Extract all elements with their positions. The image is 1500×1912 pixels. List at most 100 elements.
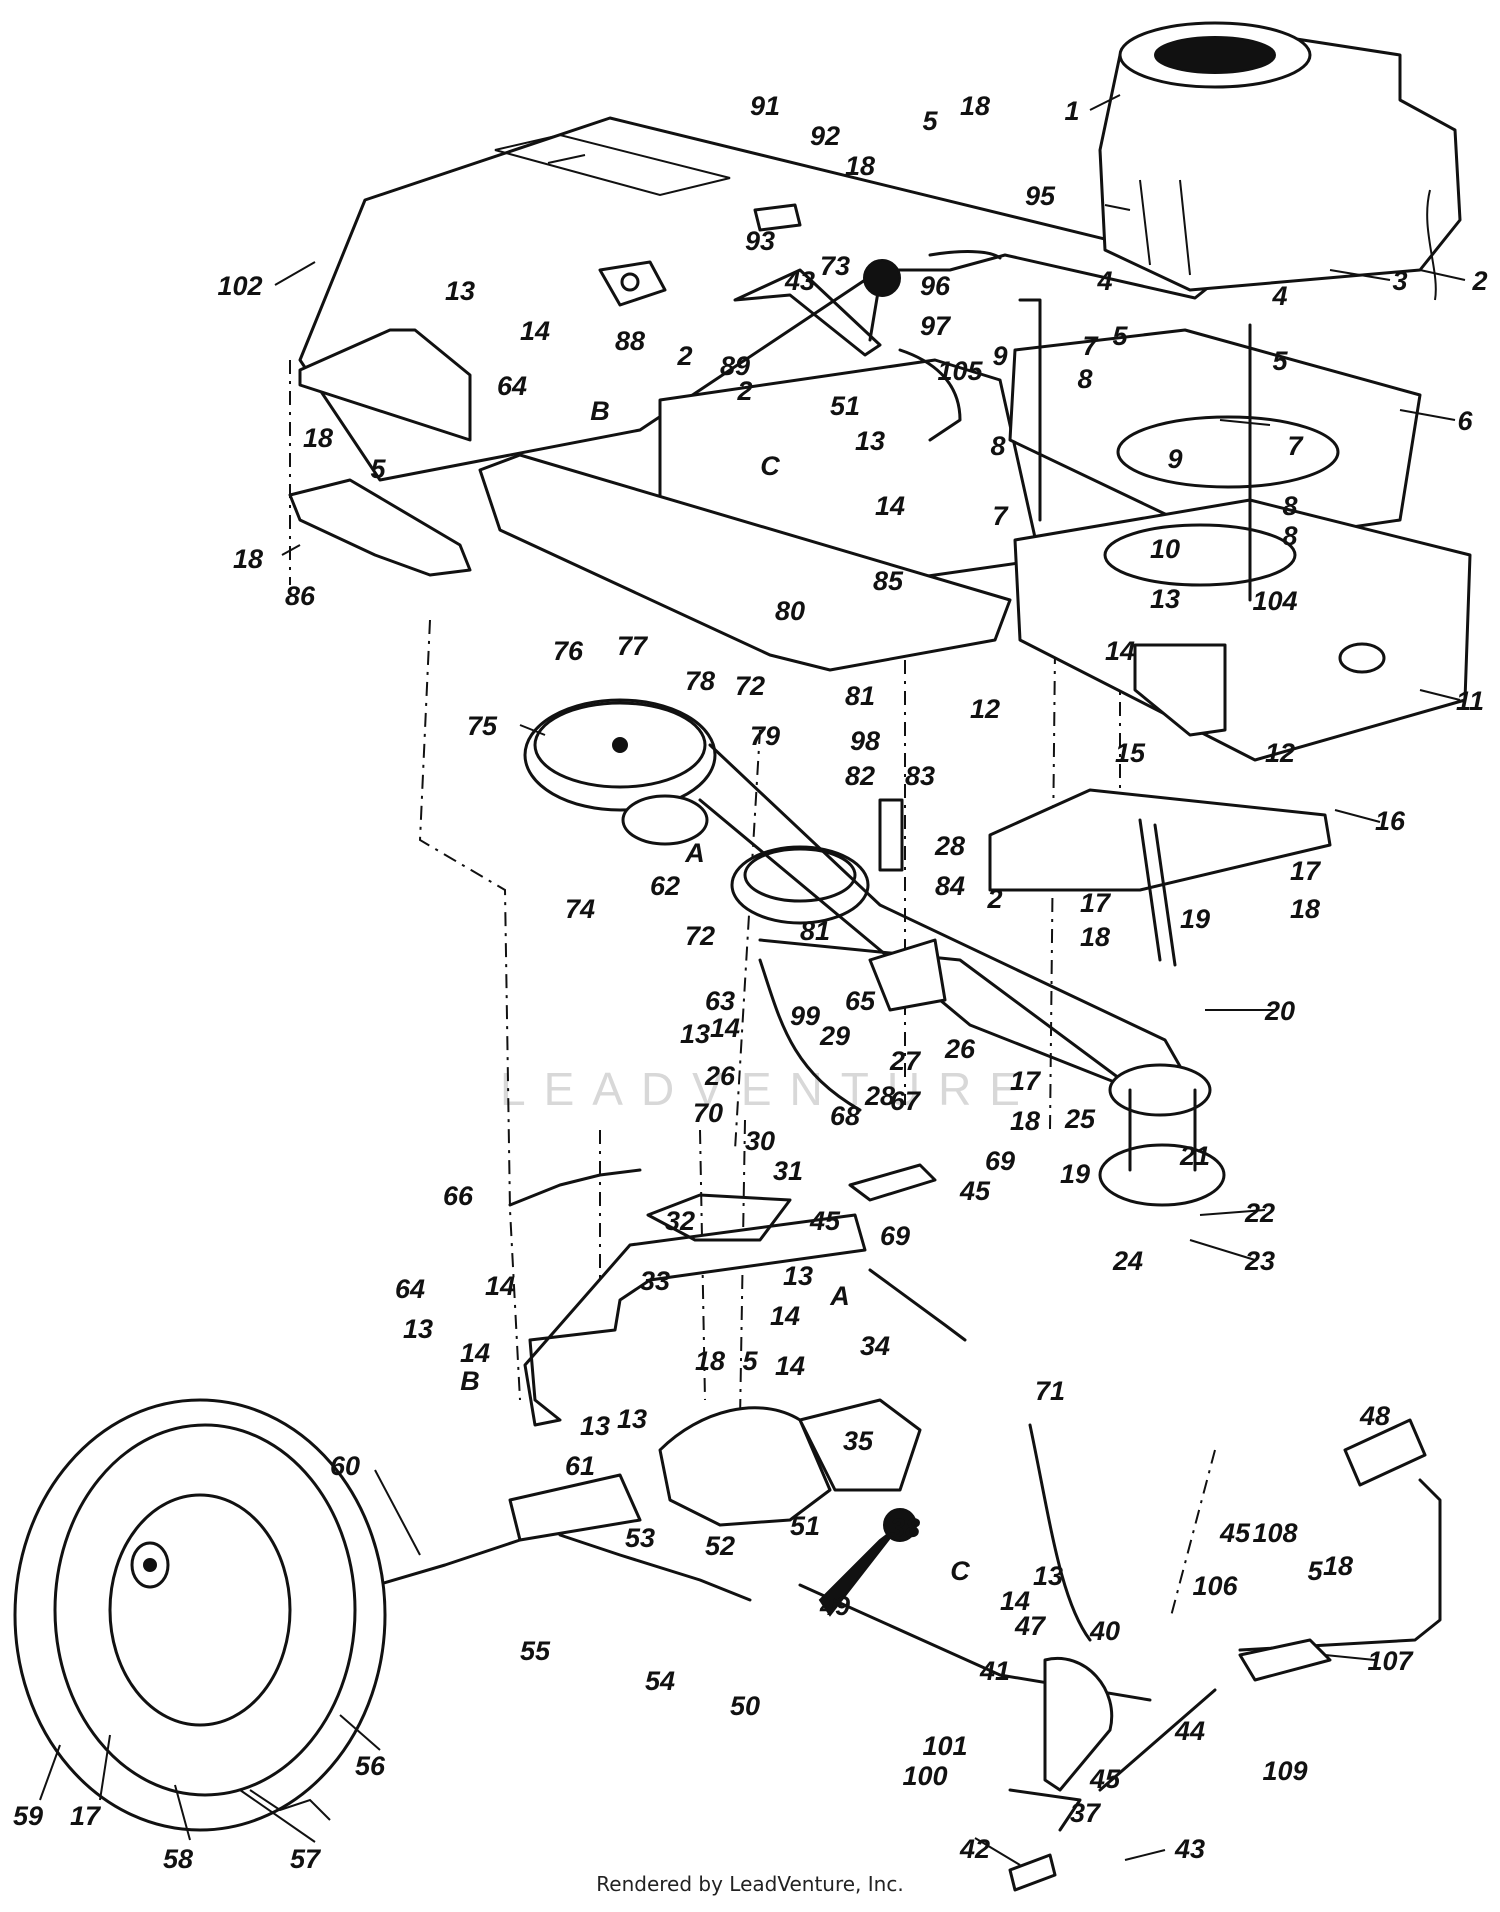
callout-14: 14 bbox=[875, 491, 905, 521]
callout-98: 98 bbox=[850, 726, 880, 756]
callout-58: 58 bbox=[163, 1844, 193, 1874]
callout-14: 14 bbox=[485, 1271, 515, 1301]
callout-5: 5 bbox=[1307, 1556, 1323, 1586]
callout-9: 9 bbox=[992, 341, 1007, 371]
callout-14: 14 bbox=[520, 316, 550, 346]
callout-84: 84 bbox=[935, 871, 965, 901]
callout-108: 108 bbox=[1252, 1518, 1297, 1548]
callout-49: 49 bbox=[819, 1591, 850, 1621]
callout-20: 20 bbox=[1264, 996, 1295, 1026]
callout-13: 13 bbox=[783, 1261, 813, 1291]
callout-86: 86 bbox=[285, 581, 316, 611]
callout-7: 7 bbox=[992, 501, 1009, 531]
callout-7: 7 bbox=[1082, 331, 1099, 361]
callout-13: 13 bbox=[1033, 1561, 1063, 1591]
pulleys-belts bbox=[523, 698, 1226, 1207]
callout-72: 72 bbox=[735, 671, 765, 701]
callout-63: 63 bbox=[705, 986, 735, 1016]
callout-45: 45 bbox=[1219, 1518, 1251, 1548]
callout-14: 14 bbox=[770, 1301, 800, 1331]
callout-30: 30 bbox=[745, 1126, 775, 1156]
callout-64: 64 bbox=[395, 1274, 425, 1304]
callout-B: B bbox=[590, 396, 610, 426]
callout-51: 51 bbox=[790, 1511, 820, 1541]
callout-17: 17 bbox=[70, 1801, 102, 1831]
callout-26: 26 bbox=[704, 1061, 736, 1091]
callout-12: 12 bbox=[970, 694, 1000, 724]
callout-4: 4 bbox=[1271, 281, 1287, 311]
callout-33: 33 bbox=[640, 1266, 670, 1296]
callout-16: 16 bbox=[1375, 806, 1406, 836]
callout-80: 80 bbox=[775, 596, 805, 626]
callout-51: 51 bbox=[830, 391, 860, 421]
callout-14: 14 bbox=[1000, 1586, 1030, 1616]
callout-44: 44 bbox=[1174, 1716, 1205, 1746]
callout-47: 47 bbox=[1014, 1611, 1047, 1641]
callout-62: 62 bbox=[650, 871, 680, 901]
callout-12: 12 bbox=[1265, 738, 1295, 768]
callout-A: A bbox=[829, 1281, 850, 1311]
callout-8: 8 bbox=[1282, 521, 1297, 551]
callout-83: 83 bbox=[905, 761, 935, 791]
callout-65: 65 bbox=[845, 986, 876, 1016]
callout-107: 107 bbox=[1367, 1646, 1414, 1676]
callout-2: 2 bbox=[986, 884, 1002, 914]
callout-8: 8 bbox=[1282, 491, 1297, 521]
callout-17: 17 bbox=[1010, 1066, 1042, 1096]
callout-5: 5 bbox=[1112, 321, 1128, 351]
callout-C: C bbox=[760, 451, 780, 481]
callout-18: 18 bbox=[960, 91, 990, 121]
callout-5: 5 bbox=[742, 1346, 758, 1376]
callout-69: 69 bbox=[985, 1146, 1015, 1176]
callout-52: 52 bbox=[705, 1531, 735, 1561]
callout-97: 97 bbox=[920, 311, 952, 341]
callout-45: 45 bbox=[809, 1206, 841, 1236]
callout-29: 29 bbox=[819, 1021, 850, 1051]
callout-77: 77 bbox=[617, 631, 649, 661]
callout-2: 2 bbox=[1471, 266, 1487, 296]
callout-1: 1 bbox=[1064, 96, 1079, 126]
callout-14: 14 bbox=[710, 1013, 740, 1043]
callout-92: 92 bbox=[810, 121, 840, 151]
callout-14: 14 bbox=[775, 1351, 805, 1381]
footer-credit: Rendered by LeadVenture, Inc. bbox=[596, 1872, 904, 1896]
callout-64: 64 bbox=[497, 371, 527, 401]
engine bbox=[1098, 21, 1462, 301]
callout-2: 2 bbox=[676, 341, 692, 371]
callout-5: 5 bbox=[370, 454, 386, 484]
callout-99: 99 bbox=[790, 1001, 820, 1031]
callout-69: 69 bbox=[880, 1221, 910, 1251]
callout-28: 28 bbox=[934, 831, 965, 861]
callout-82: 82 bbox=[845, 761, 875, 791]
callout-13: 13 bbox=[617, 1404, 647, 1434]
callout-81: 81 bbox=[800, 916, 830, 946]
callout-B: B bbox=[460, 1366, 480, 1396]
callout-10: 10 bbox=[1150, 534, 1180, 564]
linkage-parts bbox=[288, 203, 1332, 967]
callout-48: 48 bbox=[1359, 1401, 1390, 1431]
callout-93: 93 bbox=[745, 226, 775, 256]
callout-88: 88 bbox=[615, 326, 645, 356]
callout-89: 89 bbox=[720, 351, 750, 381]
callout-38: 38 bbox=[890, 1513, 920, 1543]
callout-18: 18 bbox=[1323, 1551, 1353, 1581]
callout-73: 73 bbox=[820, 251, 850, 281]
callout-15: 15 bbox=[1115, 738, 1146, 768]
callout-14: 14 bbox=[460, 1338, 490, 1368]
rear-wheel bbox=[13, 1398, 387, 1832]
callout-18: 18 bbox=[303, 423, 333, 453]
callout-8: 8 bbox=[990, 431, 1005, 461]
callout-13: 13 bbox=[1150, 584, 1180, 614]
callout-60: 60 bbox=[330, 1451, 360, 1481]
callout-13: 13 bbox=[403, 1314, 433, 1344]
callout-23: 23 bbox=[1244, 1246, 1275, 1276]
callout-13: 13 bbox=[445, 276, 475, 306]
callout-91: 91 bbox=[750, 91, 780, 121]
transaxle-assembly bbox=[358, 1163, 1152, 1702]
callout-53: 53 bbox=[625, 1523, 655, 1553]
callout-105: 105 bbox=[937, 356, 983, 386]
callout-18: 18 bbox=[695, 1346, 725, 1376]
callout-76: 76 bbox=[553, 636, 584, 666]
callout-14: 14 bbox=[1105, 636, 1135, 666]
callout-68: 68 bbox=[830, 1101, 860, 1131]
